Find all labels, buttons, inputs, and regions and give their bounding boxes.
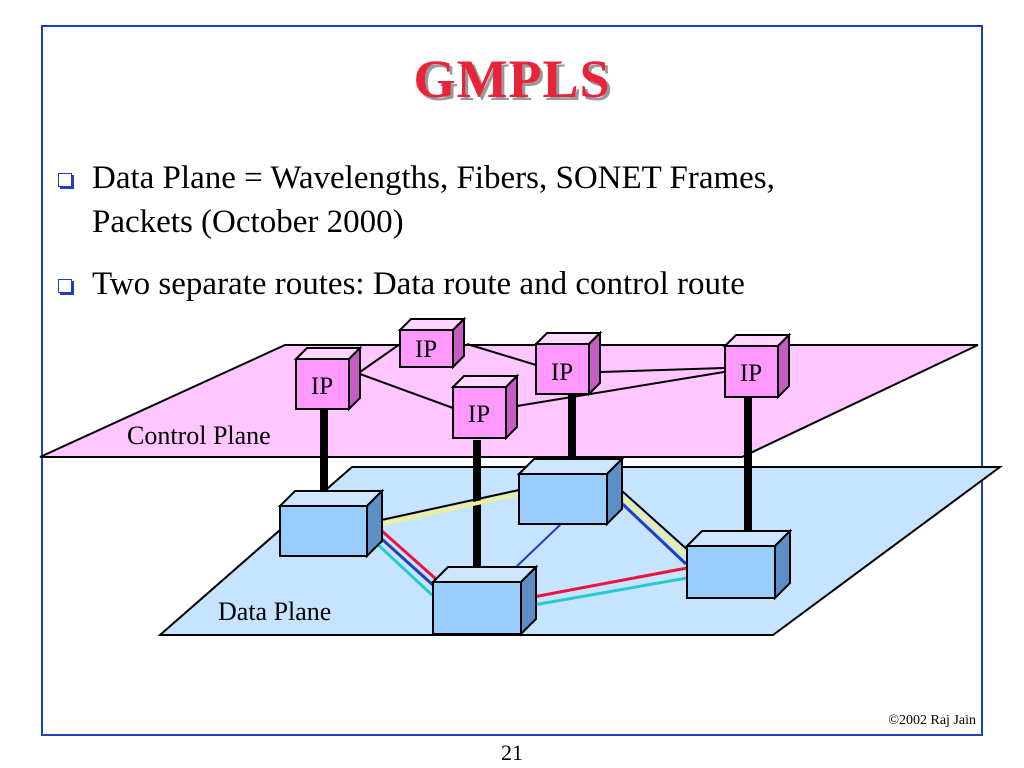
data-links — [371, 481, 691, 608]
switch-box — [430, 564, 539, 637]
ip-router: IP — [397, 316, 467, 370]
switch-box — [277, 488, 385, 559]
data-plane-label: Data Plane — [218, 597, 331, 626]
page-number: 21 — [501, 740, 523, 765]
ip-router-label: IP — [468, 401, 490, 428]
control-plane-label: Control Plane — [127, 421, 271, 450]
ip-router: IP — [293, 345, 363, 412]
plane-connectors — [320, 395, 752, 578]
ip-router-label: IP — [311, 373, 333, 400]
bullet-text-line: Two separate routes: Data route and cont… — [92, 266, 745, 302]
bullet-square-icon — [58, 279, 72, 293]
bullet-text-line: Packets (October 2000) — [92, 204, 404, 240]
ip-router: IP — [533, 330, 603, 397]
ip-router-label: IP — [551, 359, 573, 386]
ip-router-label: IP — [415, 336, 437, 363]
switch-box — [516, 456, 625, 527]
switch-box — [684, 528, 793, 601]
bullet-square-icon — [58, 173, 72, 187]
ip-router: IP — [450, 373, 520, 441]
copyright-footer: ©2002 Raj Jain — [888, 713, 976, 728]
bullet-text-line: Data Plane = Wavelengths, Fibers, SONET … — [92, 160, 775, 196]
ip-router: IP — [722, 332, 792, 400]
control-links — [359, 343, 725, 409]
ip-router-label: IP — [740, 360, 762, 387]
slide-title: GMPLS — [413, 49, 611, 109]
